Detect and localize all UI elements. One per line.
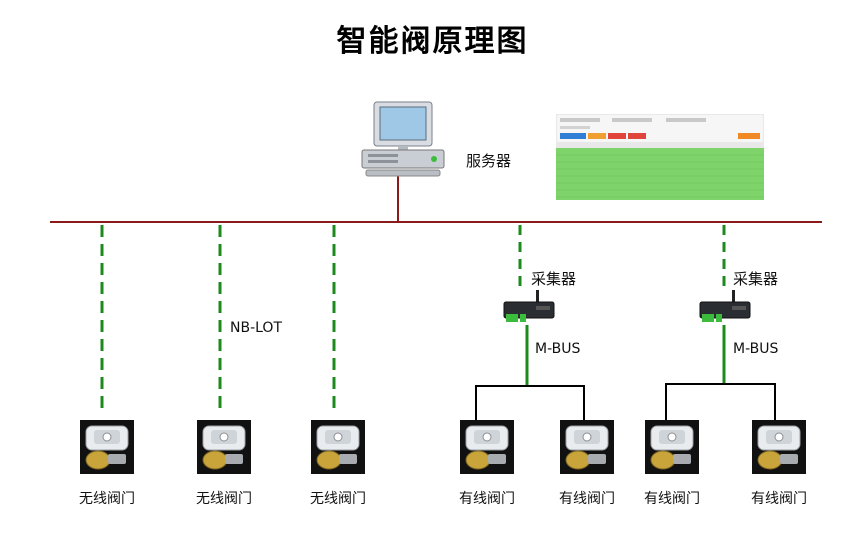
- valve-icon-3: [311, 420, 365, 474]
- collector-label-1: 采集器: [531, 270, 577, 288]
- wired-branch-1: [475, 385, 585, 420]
- wired-branch-2: [665, 383, 776, 420]
- diagram-title: 智能阀原理图: [336, 24, 529, 59]
- valve-label-2: 无线阀门: [196, 491, 252, 507]
- collector-icon-1: [503, 290, 555, 322]
- valve-label-5: 有线阀门: [559, 491, 615, 507]
- valve-icon-4: [460, 420, 514, 474]
- collector-label-2: 采集器: [733, 270, 779, 288]
- mbus-label-2: M-BUS: [733, 341, 779, 357]
- valve-label-6: 有线阀门: [644, 491, 700, 507]
- valve-icon-7: [752, 420, 806, 474]
- valve-icon-1: [80, 420, 134, 474]
- data-table-screenshot: [556, 114, 764, 200]
- valve-icon-6: [645, 420, 699, 474]
- valve-label-3: 无线阀门: [310, 491, 366, 507]
- collector-icon-2: [699, 290, 751, 322]
- server-icon: [361, 101, 445, 177]
- nb-lot-label: NB-LOT: [230, 320, 283, 336]
- mbus-label-1: M-BUS: [535, 341, 581, 357]
- valve-label-1: 无线阀门: [79, 491, 135, 507]
- valve-label-4: 有线阀门: [459, 491, 515, 507]
- valve-label-7: 有线阀门: [751, 491, 807, 507]
- valve-icon-2: [197, 420, 251, 474]
- valve-icon-5: [560, 420, 614, 474]
- server-label: 服务器: [466, 152, 512, 170]
